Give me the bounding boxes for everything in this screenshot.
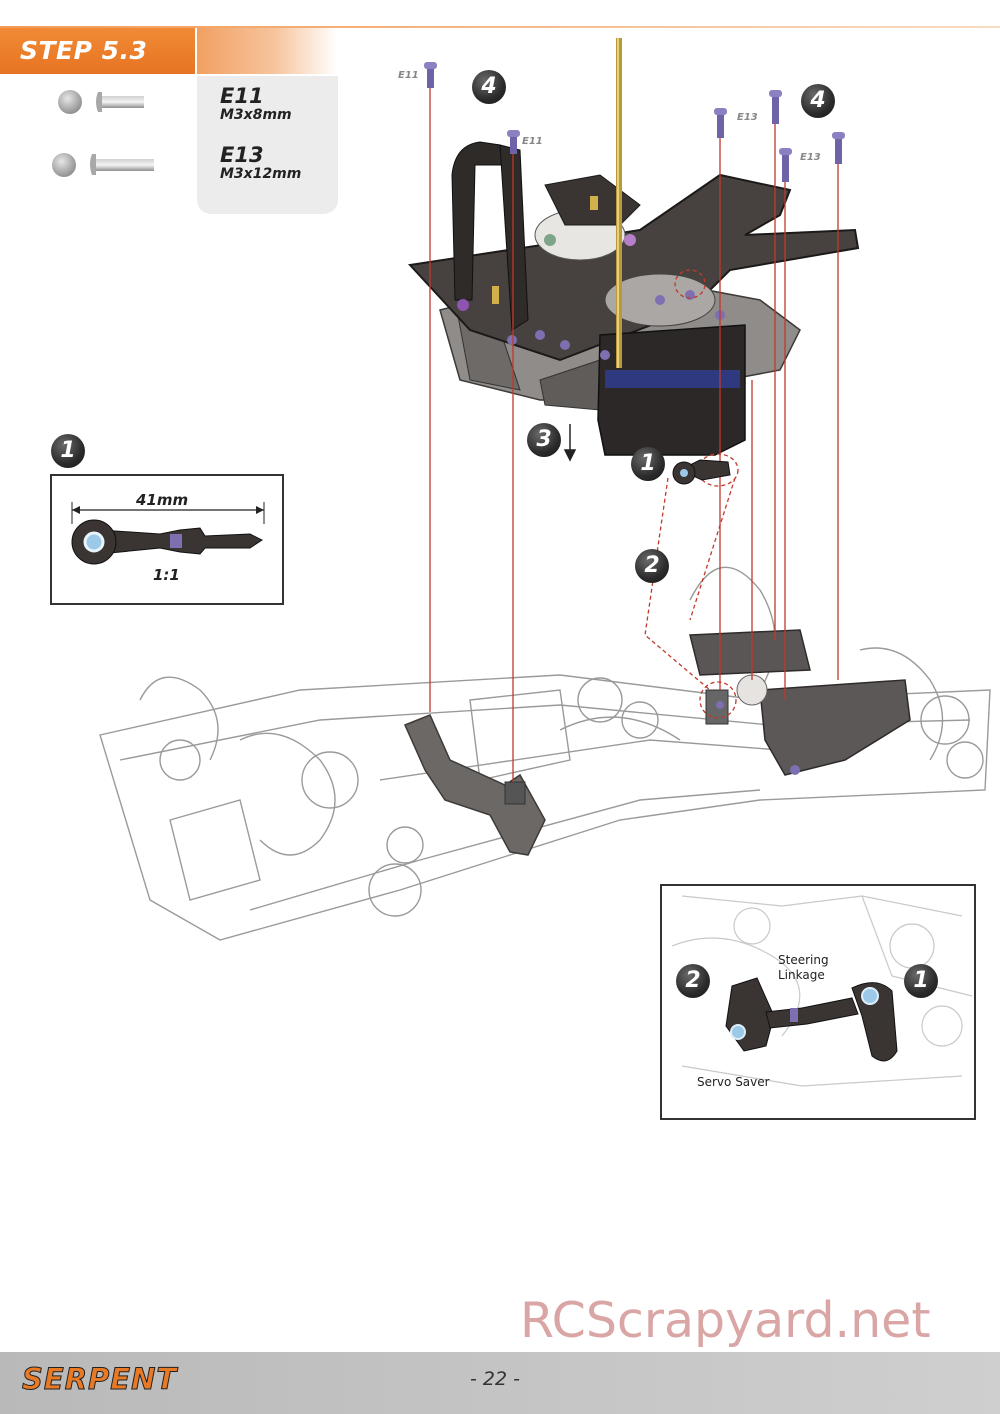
down-arrow-icon — [563, 424, 577, 462]
brace-part — [403, 714, 546, 856]
servo-saver-label: Servo Saver — [697, 1075, 770, 1089]
assembly-illustration — [99, 38, 991, 941]
footer-bar — [0, 1352, 1000, 1414]
screw-e11-icon — [58, 90, 144, 114]
step-badge-1-detail: 1 — [51, 434, 85, 468]
rod-end-part — [672, 459, 731, 485]
callout-e13-right: E13 — [800, 152, 821, 163]
inset-badge-1: 1 — [904, 964, 938, 998]
watermark-text: RCScrapyard.net — [520, 1292, 931, 1349]
inset-badge-2: 2 — [676, 964, 710, 998]
part-size-e13: M3x12mm — [220, 166, 302, 182]
step-badge-2-main: 2 — [635, 549, 669, 583]
step-title: STEP 5.3 — [0, 28, 195, 74]
callout-e11-left: E11 — [398, 70, 419, 81]
inset-diagram — [671, 895, 973, 1087]
callout-e11-center: E11 — [522, 136, 543, 147]
screw-e13-icon — [52, 153, 154, 177]
rod-end-diagram — [71, 502, 265, 565]
rod-end-length: 41mm — [136, 491, 189, 509]
screw-markers — [424, 62, 845, 182]
parts-list — [197, 76, 338, 214]
rod-end-scale: 1:1 — [153, 566, 180, 584]
step-badge-3: 3 — [527, 423, 561, 457]
brand-logo: SERPENT — [21, 1362, 178, 1397]
callout-e13-left: E13 — [737, 112, 758, 123]
part-code-e11: E11 — [220, 84, 264, 108]
header-rule — [0, 26, 1000, 28]
top-plate-assembly — [407, 38, 860, 456]
part-code-e13: E13 — [220, 143, 264, 167]
part-size-e11: M3x8mm — [220, 107, 292, 123]
hardware-icons — [52, 90, 154, 177]
step-badge-1-main: 1 — [631, 447, 665, 481]
step-badge-4-left: 4 — [472, 70, 506, 104]
steering-linkage-label: Steering Linkage — [778, 953, 829, 982]
guide-lines — [429, 88, 839, 782]
steering-parts — [689, 629, 911, 776]
step-title-fade — [197, 28, 337, 74]
page-number: - 22 - — [470, 1368, 520, 1390]
inset-detail — [660, 884, 976, 1120]
step-badge-4-right: 4 — [801, 84, 835, 118]
